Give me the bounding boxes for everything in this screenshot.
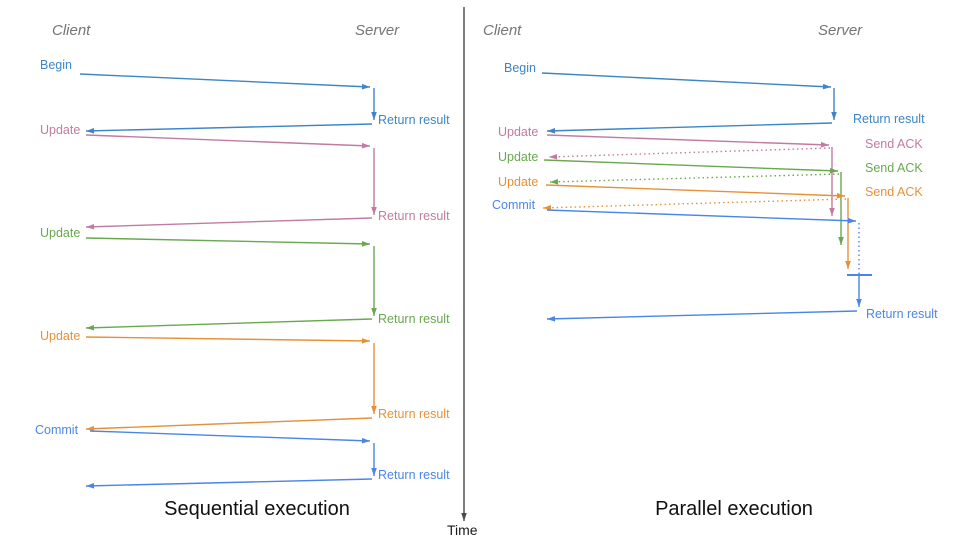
sequential-update1-request-arrow	[85, 134, 371, 149]
sequential-begin-label: Begin	[40, 58, 72, 72]
parallel-begin-request-arrow	[541, 72, 832, 90]
parallel-begin-return-label: Return result	[853, 112, 925, 126]
axis-time-axis-line	[461, 7, 467, 521]
parallel-update2-ack-label: Send ACK	[865, 161, 923, 175]
sequential-begin-processing-line	[371, 88, 377, 120]
parallel-begin-return-arrow	[546, 122, 833, 134]
sequential-update2-label: Update	[40, 226, 81, 240]
parallel-update1-processing-line	[829, 147, 835, 216]
parallel-update2-ack-arrow	[549, 173, 840, 185]
parallel-commit-return-arrow	[546, 310, 858, 322]
sequential-commit-processing-line	[371, 443, 377, 476]
sequential-update1-processing-line	[371, 148, 377, 215]
parallel-update2-processing-line	[838, 172, 844, 245]
parallel-begin-label: Begin	[504, 61, 536, 75]
sequential-update3-processing-line	[371, 343, 377, 414]
sequential-update1-return-arrow	[85, 217, 373, 230]
parallel-update1-ack-label: Send ACK	[865, 137, 923, 151]
parallel-commit-request-arrow	[546, 209, 857, 224]
sequential-update2-request-arrow	[85, 237, 371, 247]
sequential-execution-title: Sequential execution	[164, 498, 350, 520]
parallel-execution-title: Parallel execution	[655, 498, 813, 520]
parallel-begin-processing-line	[831, 88, 837, 120]
time-axis-label: Time	[447, 522, 478, 538]
parallel-update3-processing-line	[845, 198, 851, 269]
sequential-client-column-header: Client	[52, 22, 91, 39]
sequential-begin-return-label: Return result	[378, 113, 450, 127]
sequential-update1-label: Update	[40, 123, 81, 137]
parallel-commit-processing-line	[856, 276, 862, 307]
parallel-server-column-header: Server	[818, 22, 863, 39]
parallel-update3-ack-arrow	[542, 198, 847, 211]
parallel-client-column-header: Client	[483, 22, 522, 39]
parallel-update3-label: Update	[498, 175, 539, 189]
sequential-update3-label: Update	[40, 329, 81, 343]
sequential-commit-return-arrow	[85, 478, 373, 489]
sequential-update2-return-arrow	[85, 318, 373, 331]
sequential-commit-request-arrow	[89, 430, 371, 444]
sequential-commit-return-label: Return result	[378, 468, 450, 482]
parallel-commit-return-label: Return result	[866, 307, 938, 321]
parallel-update3-ack-label: Send ACK	[865, 185, 923, 199]
sequential-commit-label: Commit	[35, 423, 79, 437]
parallel-update2-request-arrow	[543, 159, 839, 174]
sequential-server-column-header: Server	[355, 22, 400, 39]
parallel-commit-label: Commit	[492, 198, 536, 212]
parallel-update1-ack-arrow	[548, 147, 831, 160]
sequential-update3-request-arrow	[85, 336, 371, 344]
sequential-update2-processing-line	[371, 246, 377, 316]
sequential-update2-return-label: Return result	[378, 312, 450, 326]
parallel-update1-label: Update	[498, 125, 539, 139]
parallel-update1-request-arrow	[546, 134, 830, 148]
parallel-update2-label: Update	[498, 150, 539, 164]
sequential-update3-return-arrow	[85, 417, 373, 432]
sequential-update3-return-label: Return result	[378, 407, 450, 421]
sequential-update1-return-label: Return result	[378, 209, 450, 223]
sequential-begin-request-arrow	[79, 73, 371, 90]
sequential-begin-return-arrow	[85, 123, 373, 134]
parallel-update3-request-arrow	[545, 184, 846, 199]
